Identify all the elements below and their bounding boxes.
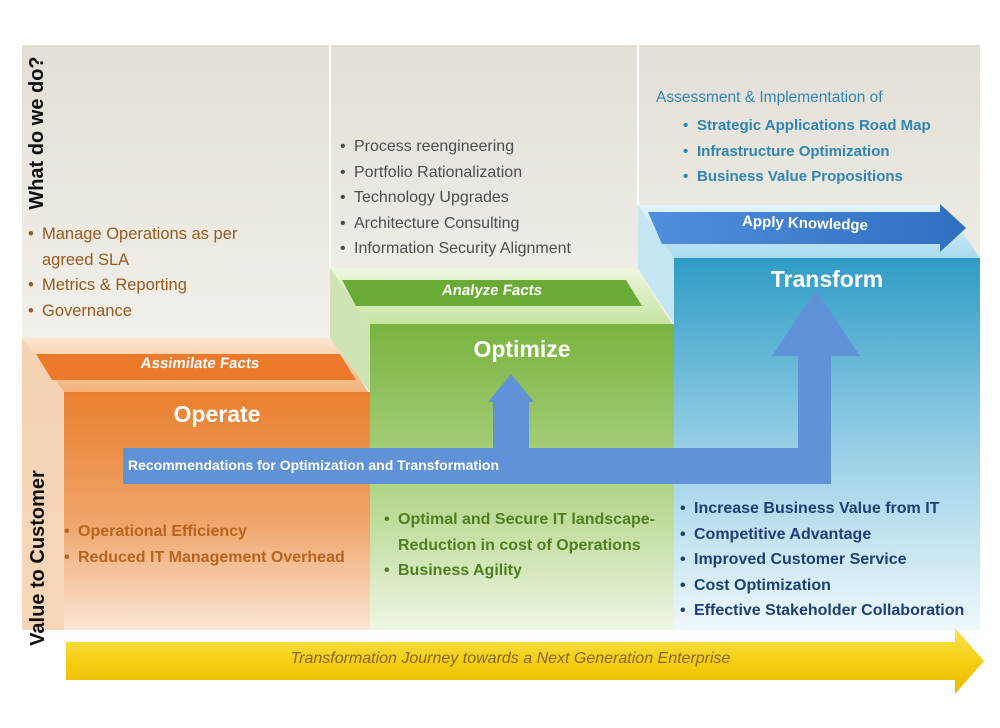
list-item: Process reengineering [340,134,571,160]
optimize-band [342,280,642,306]
list-item: Business Agility [384,558,655,584]
list-item: Increase Business Value from IT [680,496,964,522]
recommendations-label: Recommendations for Optimization and Tra… [128,457,500,473]
list-item: Improved Customer Service [680,547,964,573]
axis-label-what-we-do: What do we do? [26,56,48,210]
operate-title: Operate [173,401,261,427]
optimize-up-arrow-shaft [493,398,529,448]
transform-band-arrow [648,204,966,252]
axis-label-value: Value to Customer [27,470,49,646]
list-item: Technology Upgrades [340,185,571,211]
recommendations-arrow-band [123,448,831,484]
operate-activities-list: Manage Operations as per agreed SLAMetri… [28,222,318,324]
journey-label: Transformation Journey towards a Next Ge… [290,650,731,667]
optimize-up-arrow-head [488,374,534,402]
list-item: Architecture Consulting [340,211,571,237]
optimize-values-list: Optimal and Secure IT landscape- Reducti… [384,507,655,584]
transform-values-list: Increase Business Value from IT Competit… [680,496,964,624]
optimize-block-side [330,268,370,392]
transform-up-arrow-shaft [798,354,831,484]
operate-values-list: Operational Efficiency Reduced IT Manage… [64,519,345,570]
operate-band [36,354,356,380]
transform-up-arrow-head [772,290,860,356]
list-item: Portfolio Rationalization [340,160,571,186]
transform-activities-list: Strategic Applications Road Map Infrastr… [683,113,931,190]
optimize-title: Optimize [473,336,571,362]
transform-activities-heading: Assessment & Implementation of [656,89,883,106]
list-item: Competitive Advantage [680,522,964,548]
optimize-band-label: Analyze Facts [440,282,544,299]
list-item: Governance [28,299,318,325]
list-item: Reduction in cost of Operations [398,536,641,554]
operate-block-side [22,338,64,630]
list-item: Effective Stakeholder Collaboration [680,598,964,624]
optimize-activities-list: Process reengineering Portfolio Rational… [340,134,571,262]
transform-title: Transform [770,266,884,292]
journey-arrow [66,628,984,694]
operate-band-label: Assimilate Facts [139,355,261,372]
list-item: Cost Optimization [680,573,964,599]
list-item: Optimal and Secure IT landscape- [384,507,655,533]
operate-activities: Manage Operations as per agreed SLAMetri… [28,222,318,324]
operate-block-front [64,392,370,630]
list-item: Manage Operations as per agreed SLA [28,222,282,273]
list-item: Metrics & Reporting [28,273,318,299]
list-item: Infrastructure Optimization [683,139,931,165]
list-item: Information Security Alignment [340,236,571,262]
list-item: Operational Efficiency [64,519,345,545]
transform-block-side [638,205,674,324]
list-item: Business Value Propositions [683,164,931,190]
list-item: Strategic Applications Road Map [683,113,931,139]
list-item: Reduced IT Management Overhead [64,545,345,571]
